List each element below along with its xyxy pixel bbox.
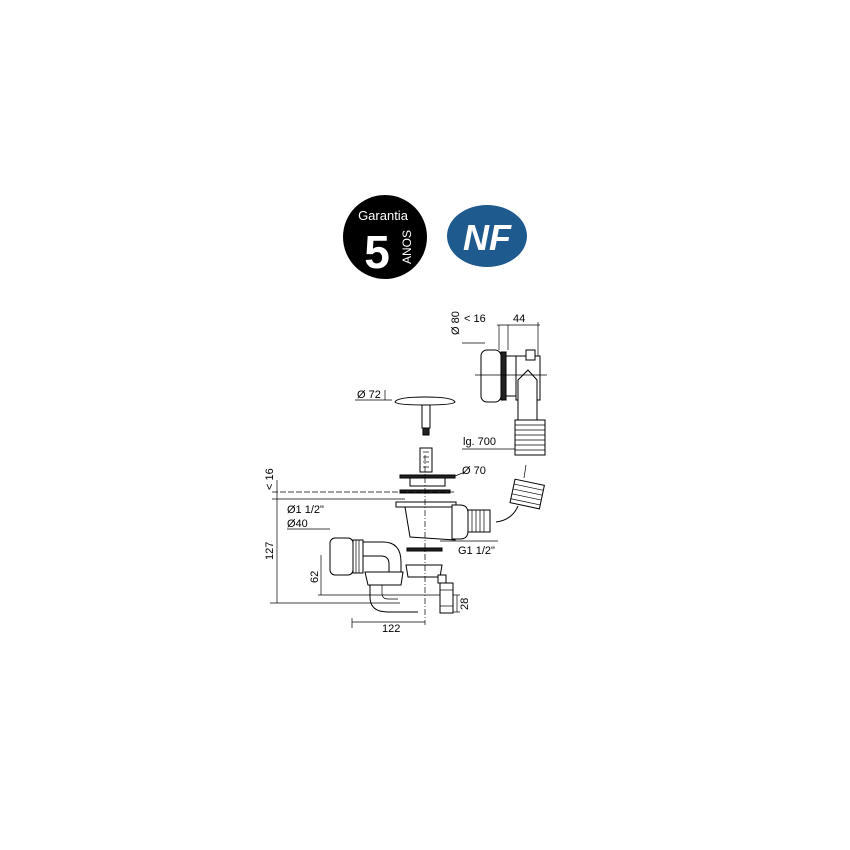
dim-hose-length: lg. 700 (463, 436, 496, 448)
dim-overflow-diameter: Ø 80 (450, 311, 462, 335)
dim-outlet-height: 62 (309, 571, 321, 583)
dim-flange-diameter: Ø 70 (462, 465, 486, 477)
dim-outlet-size-1: Ø1 1/2" (287, 504, 324, 516)
warranty-badge-top: Garantia (358, 208, 409, 223)
dim-overflow-thickness: < 16 (464, 313, 486, 325)
overflow-assembly (475, 349, 547, 523)
warranty-badge: Garantia 5 ANOS (343, 195, 427, 279)
plug (394, 396, 456, 473)
nf-logo-ellipse (447, 205, 527, 267)
dim-outlet-size-2: Ø40 (287, 518, 308, 530)
dim-thread: G1 1/2" (458, 545, 495, 557)
warranty-badge-circle (343, 195, 427, 279)
dim-width: 122 (382, 623, 400, 635)
nf-logo-text: NF (463, 217, 512, 258)
hose-end (509, 478, 545, 510)
overflow-hose (514, 419, 546, 456)
trap (329, 537, 454, 614)
dim-nut-height: 28 (459, 598, 471, 610)
warranty-badge-side: ANOS (400, 230, 414, 264)
dim-flange-thickness: < 16 (264, 468, 276, 490)
dim-plug-diameter: Ø 72 (357, 389, 381, 401)
nf-logo: NF (447, 205, 527, 267)
dim-overflow-depth: 44 (513, 313, 525, 325)
drain-body (395, 474, 491, 578)
warranty-badge-number: 5 (364, 226, 390, 278)
dim-total-height: 127 (264, 542, 276, 560)
